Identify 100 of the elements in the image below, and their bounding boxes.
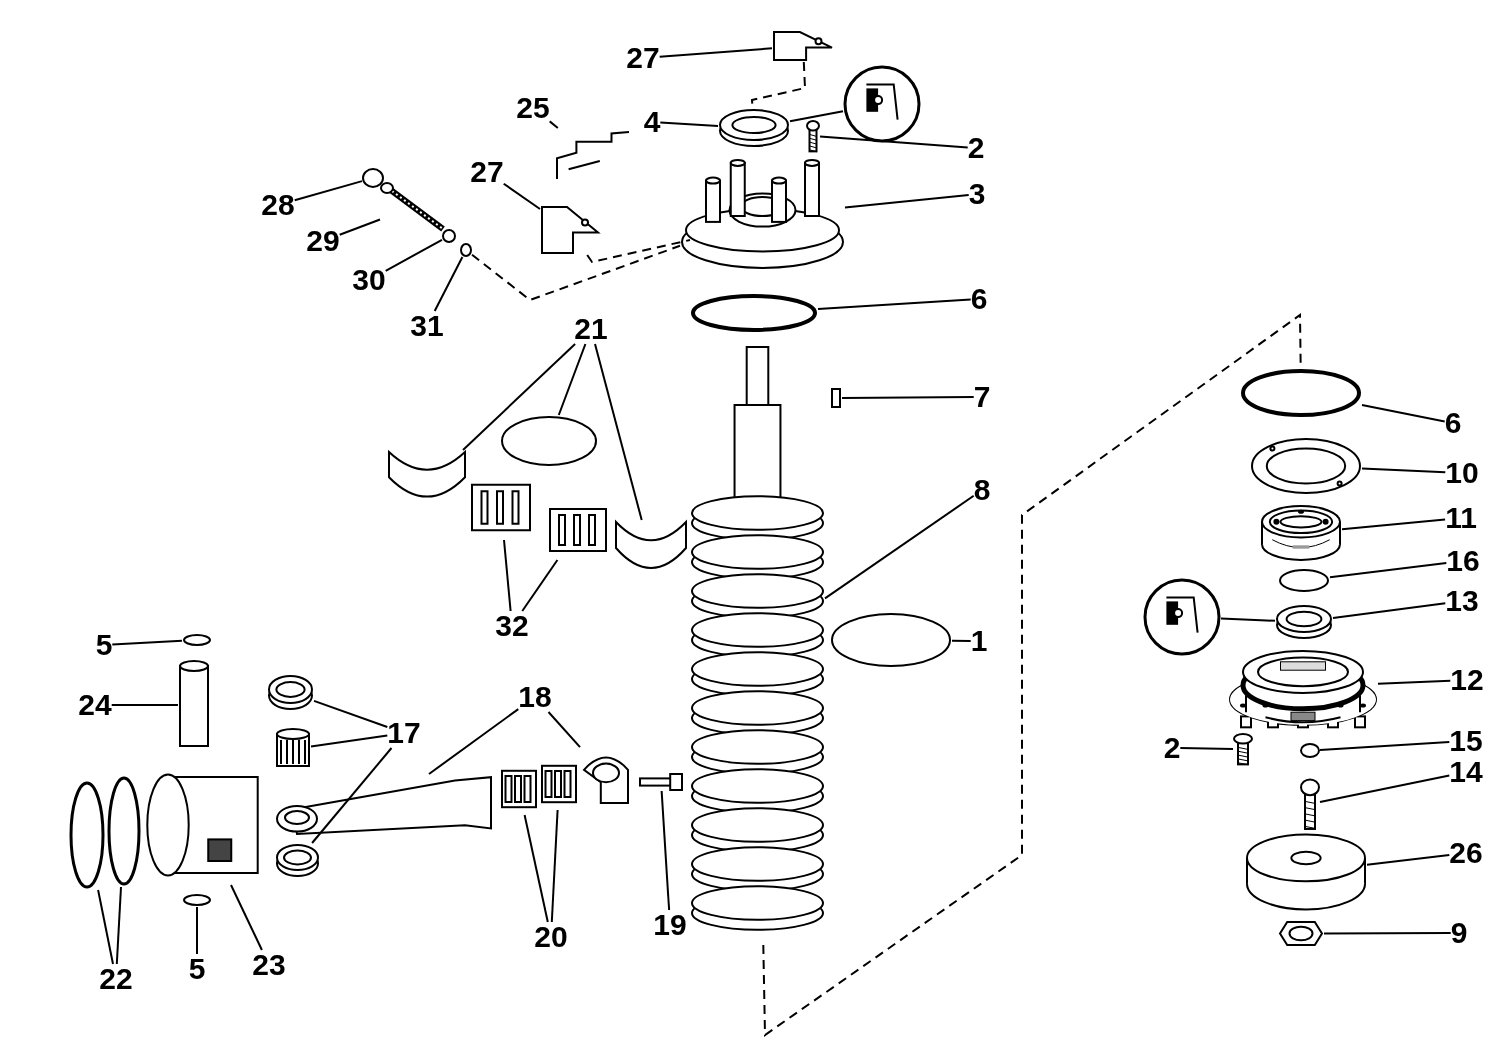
piston-ring-drawing [106, 775, 142, 887]
leader-line [230, 884, 263, 951]
callout-number: 15 [1449, 726, 1483, 756]
leader-line [1361, 467, 1447, 474]
callout-number: 9 [1450, 918, 1468, 948]
callout-number: 26 [1449, 838, 1483, 868]
needle-bearing-drawing [275, 728, 311, 770]
leader-line [293, 180, 363, 202]
callout-number: 2 [967, 133, 985, 163]
leader-line [824, 494, 975, 600]
leader-line [659, 121, 719, 127]
leader-line [384, 238, 443, 272]
leader-line [658, 47, 773, 58]
leader-line [819, 135, 969, 149]
callout-number: 31 [410, 311, 444, 341]
leader-line [462, 343, 577, 451]
callout-number: 25 [516, 93, 550, 123]
leader-line [523, 814, 549, 923]
callout-number: 2 [1163, 733, 1181, 763]
washer-drawing [362, 168, 384, 188]
leader-line [841, 396, 975, 399]
leader-line [550, 809, 559, 923]
o-ring-drawing [1240, 368, 1362, 418]
callout-number: 30 [352, 265, 386, 295]
callout-number: 6 [970, 284, 988, 314]
leader-line [1319, 774, 1451, 803]
leader-line [313, 699, 389, 728]
leader-line [557, 343, 587, 416]
callout-number: 8 [973, 475, 991, 505]
bolt-drawing [638, 773, 684, 791]
o-ring-drawing [690, 293, 818, 333]
piston-ring-drawing [68, 780, 106, 890]
retaining-ring-drawing [1278, 568, 1330, 593]
leader-line [660, 790, 671, 911]
bracket-drawing [772, 30, 834, 62]
connecting-rod-drawing [275, 774, 495, 838]
callout-number: 18 [518, 682, 552, 712]
callout-number: 3 [968, 179, 986, 209]
assembly-line [471, 244, 681, 302]
leader-line [951, 639, 972, 642]
callout-number: 19 [653, 910, 687, 940]
retaining-ring-drawing [500, 415, 598, 467]
callout-number: 16 [1446, 546, 1480, 576]
bolt-drawing [806, 120, 820, 152]
assembly-line [586, 239, 691, 264]
leader-line [110, 704, 179, 706]
callout-number: 17 [387, 718, 421, 748]
washer-drawing [1300, 743, 1320, 758]
leader-line [503, 539, 512, 612]
callout-number: 27 [470, 157, 504, 187]
screw-drawing [380, 182, 446, 232]
leader-line [1323, 932, 1452, 935]
detail-view-drawing [1143, 578, 1221, 656]
callout-number: 13 [1445, 586, 1479, 616]
bracket-drawing [540, 205, 600, 255]
assembly-line [762, 313, 1302, 1037]
callout-number: 29 [306, 226, 340, 256]
leader-line [594, 343, 643, 521]
leader-line [1366, 854, 1451, 866]
leader-line [428, 708, 520, 775]
leader-line [1329, 562, 1448, 579]
leader-line [817, 298, 972, 310]
callout-number: 32 [495, 611, 529, 641]
callout-number: 22 [99, 964, 133, 994]
leader-line [1179, 747, 1234, 750]
retaining-ring-drawing [182, 633, 212, 647]
seal-drawing [275, 843, 320, 878]
callout-number: 14 [1449, 757, 1483, 787]
key-drawing [830, 387, 842, 409]
callout-number: 24 [78, 690, 112, 720]
callout-number: 20 [534, 922, 568, 952]
leader-line [433, 256, 464, 312]
callout-number: 1 [970, 626, 988, 656]
callout-number: 28 [261, 190, 295, 220]
callout-number: 6 [1444, 408, 1462, 438]
leader-line [547, 711, 581, 749]
leader-line [844, 193, 970, 209]
bolt-drawing [1300, 778, 1320, 830]
leader-line [548, 120, 559, 129]
seal-drawing [267, 674, 314, 711]
callout-number: 5 [95, 630, 113, 660]
leader-line [789, 110, 844, 123]
leader-line [1332, 602, 1447, 620]
piston-pin-drawing [178, 660, 210, 750]
bolt-drawing [1233, 733, 1253, 765]
callout-number: 5 [188, 954, 206, 984]
callout-number: 21 [574, 314, 608, 344]
leader-line [1319, 741, 1451, 751]
seal-drawing [1275, 604, 1333, 640]
detail-view-drawing [843, 65, 921, 143]
callout-number: 23 [252, 950, 286, 980]
leader-line [1341, 518, 1447, 531]
nut-drawing [1278, 920, 1324, 947]
leader-line [115, 886, 122, 965]
leader-line [111, 639, 183, 646]
washer-drawing [442, 229, 456, 243]
leader-line [310, 734, 389, 748]
callout-number: 12 [1450, 665, 1484, 695]
flywheel-cap-drawing [1245, 833, 1367, 911]
seal-drawing [718, 108, 790, 148]
